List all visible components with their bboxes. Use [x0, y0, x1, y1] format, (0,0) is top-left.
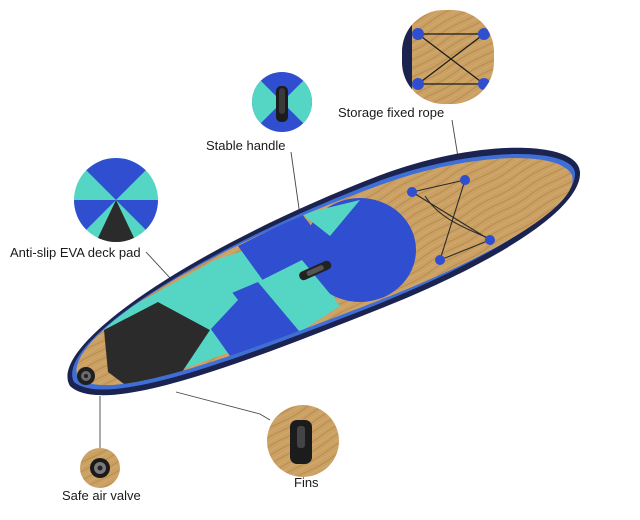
pad-teal-tail-corner [158, 270, 238, 330]
deck-pad-inset [74, 158, 158, 242]
paddle-board-icon [67, 147, 581, 396]
label-stable-handle: Stable handle [206, 138, 286, 153]
bungee-rope-icon [411, 179, 491, 261]
pad-teal-diamond [258, 260, 340, 332]
rope-inset [402, 10, 494, 104]
label-deck-pad: Anti-slip EVA deck pad [10, 245, 141, 260]
label-storage-rope: Storage fixed rope [338, 105, 444, 120]
fin-leader [175, 391, 271, 421]
label-fins: Fins [294, 475, 319, 490]
pad-teal-upper [302, 200, 360, 236]
rope-anchors [407, 175, 495, 265]
handle-icon [299, 260, 332, 281]
air-valve-icon [77, 367, 95, 385]
fin-inset [267, 405, 339, 477]
pad-charcoal-tail [104, 302, 210, 386]
valve-inset [80, 448, 120, 488]
handle-inset [252, 72, 312, 132]
label-air-valve: Safe air valve [62, 488, 141, 503]
